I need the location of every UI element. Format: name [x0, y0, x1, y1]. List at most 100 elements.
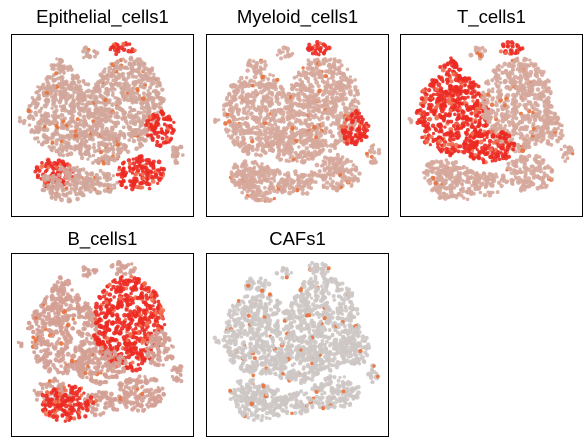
cell-point: [319, 114, 324, 119]
cell-point: [325, 59, 329, 63]
cell-point: [116, 146, 121, 151]
cell-point: [531, 63, 537, 68]
cell-point: [50, 140, 55, 145]
cell-point-high: [349, 113, 354, 118]
cell-point-high: [500, 42, 506, 48]
cell-point: [130, 74, 136, 79]
cell-point-high: [457, 74, 463, 80]
cell-point: [317, 88, 322, 94]
cell-point: [106, 77, 110, 82]
cell-point: [316, 109, 322, 114]
cell-point: [94, 172, 99, 178]
cell-point-high: [362, 134, 367, 138]
cell-point-high: [157, 168, 162, 173]
cell-point: [310, 155, 315, 160]
cell-point: [227, 99, 232, 104]
cell-point: [531, 110, 535, 115]
cell-point: [35, 96, 41, 101]
cell-point: [45, 183, 51, 188]
cell-point-high: [478, 139, 484, 145]
cell-point-high: [469, 125, 474, 129]
cell-point: [56, 67, 60, 71]
cell-point-high: [321, 50, 326, 56]
cell-point: [239, 164, 244, 169]
cell-point: [67, 176, 72, 182]
cell-point: [252, 130, 257, 136]
cell-point: [327, 148, 333, 154]
cell-point: [513, 80, 518, 85]
cell-point-high: [433, 126, 437, 131]
cell-point: [531, 121, 536, 127]
cell-point: [261, 167, 265, 172]
cell-point-high: [39, 164, 45, 170]
cell-point: [261, 97, 266, 102]
cell-point: [297, 145, 301, 149]
cell-point: [125, 121, 129, 126]
cell-point: [236, 182, 242, 187]
cell-point: [334, 95, 339, 101]
cell-point: [126, 113, 131, 117]
cell-point: [79, 152, 84, 157]
cell-point-high: [455, 117, 459, 122]
cell-point: [97, 89, 102, 94]
cell-point: [55, 120, 59, 124]
cell-point-high: [343, 128, 348, 133]
cell-point: [284, 177, 289, 182]
cell-point: [334, 122, 338, 126]
cell-point: [556, 115, 560, 119]
cell-point: [67, 83, 73, 89]
cell-point: [544, 110, 550, 115]
cell-point: [235, 88, 241, 93]
cell-point-high: [139, 164, 144, 169]
cell-point: [267, 131, 272, 135]
cell-point: [46, 186, 50, 191]
cell-point-high: [430, 78, 435, 83]
cell-point: [291, 96, 295, 100]
cell-point-high: [498, 135, 503, 140]
cell-point-high: [468, 80, 473, 86]
cell-point: [528, 100, 533, 104]
cell-point-high: [468, 77, 472, 81]
cell-point-high: [318, 49, 323, 54]
cell-point-high: [433, 138, 438, 142]
cell-point: [514, 107, 519, 112]
cell-point-high: [116, 45, 121, 50]
cell-point-high: [465, 107, 471, 113]
cell-point: [105, 73, 110, 78]
cell-point-high: [452, 103, 457, 109]
cell-point: [320, 76, 324, 80]
plot-area: [206, 34, 389, 217]
cell-point: [305, 151, 311, 156]
cell-point: [276, 125, 281, 130]
cell-point-high: [442, 103, 448, 109]
cell-point: [286, 54, 291, 59]
cell-point: [73, 179, 79, 185]
cell-point: [255, 143, 260, 147]
cell-point-high: [144, 158, 149, 163]
cell-point: [97, 116, 102, 121]
cell-point: [495, 122, 499, 126]
cell-point: [353, 78, 358, 82]
cell-point: [498, 95, 503, 100]
cell-point: [301, 106, 306, 110]
cell-point: [295, 184, 299, 189]
cell-point: [65, 152, 70, 157]
cell-point: [494, 102, 499, 108]
cell-point: [72, 90, 77, 95]
cell-point: [489, 184, 493, 188]
cell-point: [113, 60, 119, 66]
cell-point: [143, 105, 148, 110]
panel-title: Myeloid_cells1: [236, 6, 359, 27]
cell-point: [102, 182, 108, 188]
cell-point-high: [483, 131, 489, 137]
cell-point-high: [503, 155, 509, 161]
cell-point: [342, 77, 347, 82]
cell-point: [26, 115, 31, 120]
panel-epithelial: Epithelial_cells1: [11, 0, 194, 218]
cell-point: [532, 96, 537, 101]
cell-point-high: [455, 135, 460, 140]
plot-area: [400, 34, 583, 217]
panel-t-cells: T_cells1: [400, 0, 583, 218]
cell-point-high: [40, 160, 44, 165]
cell-point: [278, 84, 284, 90]
